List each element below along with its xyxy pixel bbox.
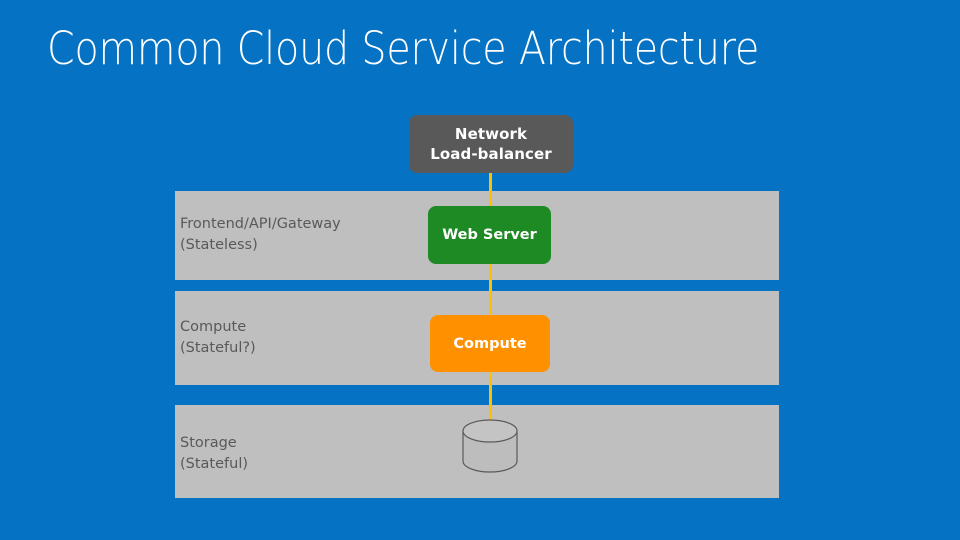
node-network-load-balancer[interactable]: Network Load-balancer	[409, 115, 573, 173]
database-cylinder-shape	[462, 419, 518, 473]
layer-band-storage: Storage (Stateful)	[175, 405, 779, 498]
page-title: Common Cloud Service Architecture	[47, 22, 760, 75]
connector-line	[489, 160, 492, 445]
layer-label-compute: Compute (Stateful?)	[180, 319, 256, 356]
node-web-server[interactable]: Web Server	[428, 206, 551, 264]
layer-label-frontend: Frontend/API/Gateway (Stateless)	[180, 216, 341, 253]
node-compute[interactable]: Compute	[430, 315, 550, 372]
layer-label-storage: Storage (Stateful)	[180, 435, 249, 472]
layer-band-frontend: Frontend/API/Gateway (Stateless)	[175, 191, 779, 280]
database-cylinder-icon[interactable]	[462, 419, 518, 473]
